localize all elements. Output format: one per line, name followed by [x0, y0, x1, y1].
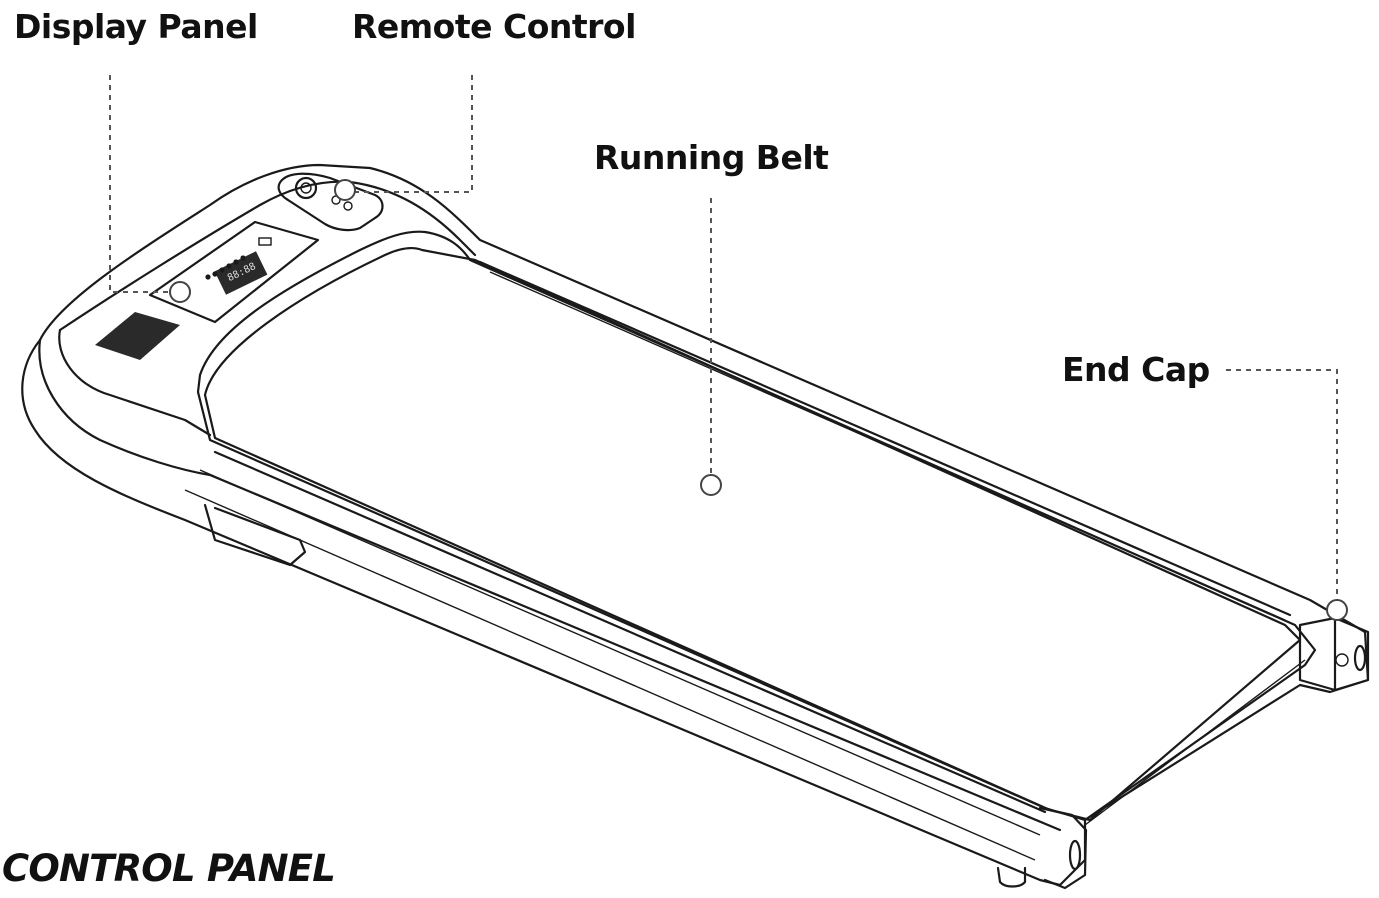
- display-indicator-dots: [205, 255, 246, 280]
- remote-control-label: Remote Control: [352, 7, 636, 46]
- right-rail-line: [478, 260, 1292, 617]
- rear-belt-edge: [1084, 659, 1306, 826]
- end-cap-marker: [1326, 599, 1348, 621]
- front-cover-lower: [38, 338, 1062, 832]
- figure-caption: CONTROL PANEL: [2, 847, 336, 890]
- running-belt-surface: [203, 246, 1302, 822]
- end-cap-slot: [1353, 644, 1367, 672]
- display-panel-leader: [109, 75, 180, 293]
- remote-control-marker: [334, 179, 356, 201]
- running-belt-marker: [700, 474, 722, 496]
- remote-button-small-2: [343, 201, 353, 211]
- right-rail-inner: [489, 271, 1286, 621]
- front-foot: [203, 503, 307, 567]
- end-cap-bolt: [1335, 653, 1349, 667]
- remote-power-button: [294, 176, 318, 200]
- front-end-cap: [1038, 806, 1088, 890]
- end-cap-leader: [1226, 369, 1338, 600]
- front-cover-edge: [58, 328, 212, 437]
- belt-frame: [196, 230, 1317, 822]
- remote-holder: [277, 172, 384, 232]
- running-belt-label: Running Belt: [594, 138, 829, 177]
- remote-power-button-inner: [300, 182, 312, 194]
- left-rail-line: [213, 450, 1047, 814]
- speaker-grille: [95, 312, 180, 360]
- rear-foot: [996, 866, 1027, 888]
- callout-leaders: [109, 75, 1348, 621]
- end-cap-label: End Cap: [1062, 350, 1210, 389]
- display-panel-marker: [169, 281, 191, 303]
- front-end-cap-slot: [1068, 839, 1082, 871]
- front-cover-inner: [58, 180, 477, 332]
- display-panel-frame: [148, 220, 320, 324]
- left-rail-lower: [184, 489, 1036, 861]
- display-small-icon: [258, 237, 272, 246]
- treadmill-body: [21, 163, 1370, 890]
- display-panel-label: Display Panel: [14, 7, 258, 46]
- left-rail-inner: [199, 469, 1041, 836]
- remote-control-leader: [345, 75, 473, 193]
- treadmill-outline: [21, 163, 1370, 887]
- display-digits: [214, 251, 268, 295]
